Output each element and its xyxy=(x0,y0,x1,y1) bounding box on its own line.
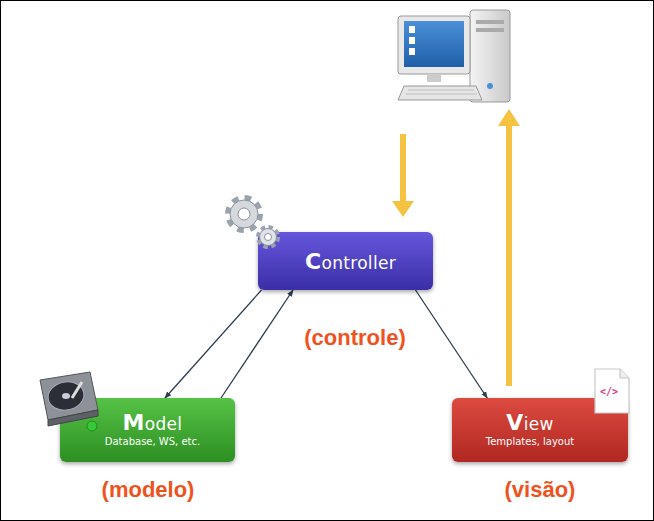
box-subtitle: Database, WS, etc. xyxy=(105,435,200,448)
connector-arrow xyxy=(416,290,488,398)
gear-icon xyxy=(220,192,290,256)
code-symbol: </> xyxy=(600,386,618,397)
box-title: Controller xyxy=(305,251,396,274)
connector-arrow xyxy=(221,290,293,398)
computer-icon xyxy=(398,10,510,102)
view-box: ViewTemplates, layout xyxy=(452,398,628,462)
translation-label: (controle) xyxy=(304,325,405,351)
box-title: Model xyxy=(123,412,183,435)
box-subtitle: Templates, layout xyxy=(486,435,574,448)
box-title: View xyxy=(506,412,553,435)
translation-label: (visão) xyxy=(505,477,576,503)
controller-box: Controller xyxy=(258,232,433,290)
connector-arrow xyxy=(165,290,262,398)
translation-label: (modelo) xyxy=(102,477,195,503)
hard-drive-icon xyxy=(36,370,102,434)
model-box: ModelDatabase, WS, etc. xyxy=(60,398,235,462)
